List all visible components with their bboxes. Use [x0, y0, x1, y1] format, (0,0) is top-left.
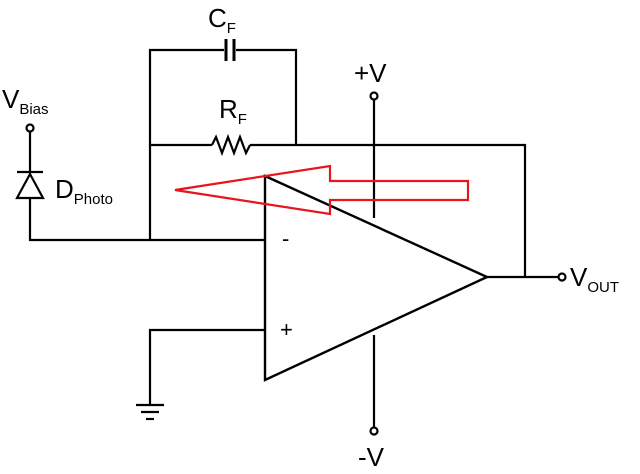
output-label: VOUT — [570, 262, 619, 296]
capacitor-wire-right — [236, 48, 298, 145]
ground-wire — [148, 328, 265, 405]
pos-supply-terminal — [369, 91, 379, 101]
neg-supply-terminal — [369, 426, 379, 436]
photodiode-symbol — [15, 171, 45, 200]
inverting-input-sign: - — [282, 226, 289, 251]
opamp-triangle — [263, 174, 490, 382]
supply-lines — [369, 91, 379, 436]
feedback-resistor — [148, 133, 527, 277]
ground-branch — [136, 328, 265, 421]
feedback-capacitor — [148, 39, 298, 145]
current-flow-arrow — [174, 164, 470, 216]
noninverting-input-sign: + — [280, 317, 293, 342]
capacitor-label: CF — [208, 3, 236, 37]
resistor-label: RF — [219, 94, 247, 128]
pos-supply-label: +V — [354, 58, 387, 88]
photodiode-wire — [28, 198, 265, 242]
neg-supply-label: -V — [358, 442, 385, 472]
output-terminal — [557, 272, 567, 282]
bias-label: VBias — [2, 84, 49, 118]
resistor-wire-left — [148, 143, 212, 240]
capacitor-wire — [148, 48, 224, 145]
photodiode-branch — [15, 123, 265, 242]
resistor-zigzag — [211, 133, 251, 157]
bias-terminal — [25, 123, 35, 133]
output-branch — [487, 272, 567, 282]
resistor-wire-right — [250, 143, 527, 277]
photodiode-label: DPhoto — [55, 174, 113, 208]
